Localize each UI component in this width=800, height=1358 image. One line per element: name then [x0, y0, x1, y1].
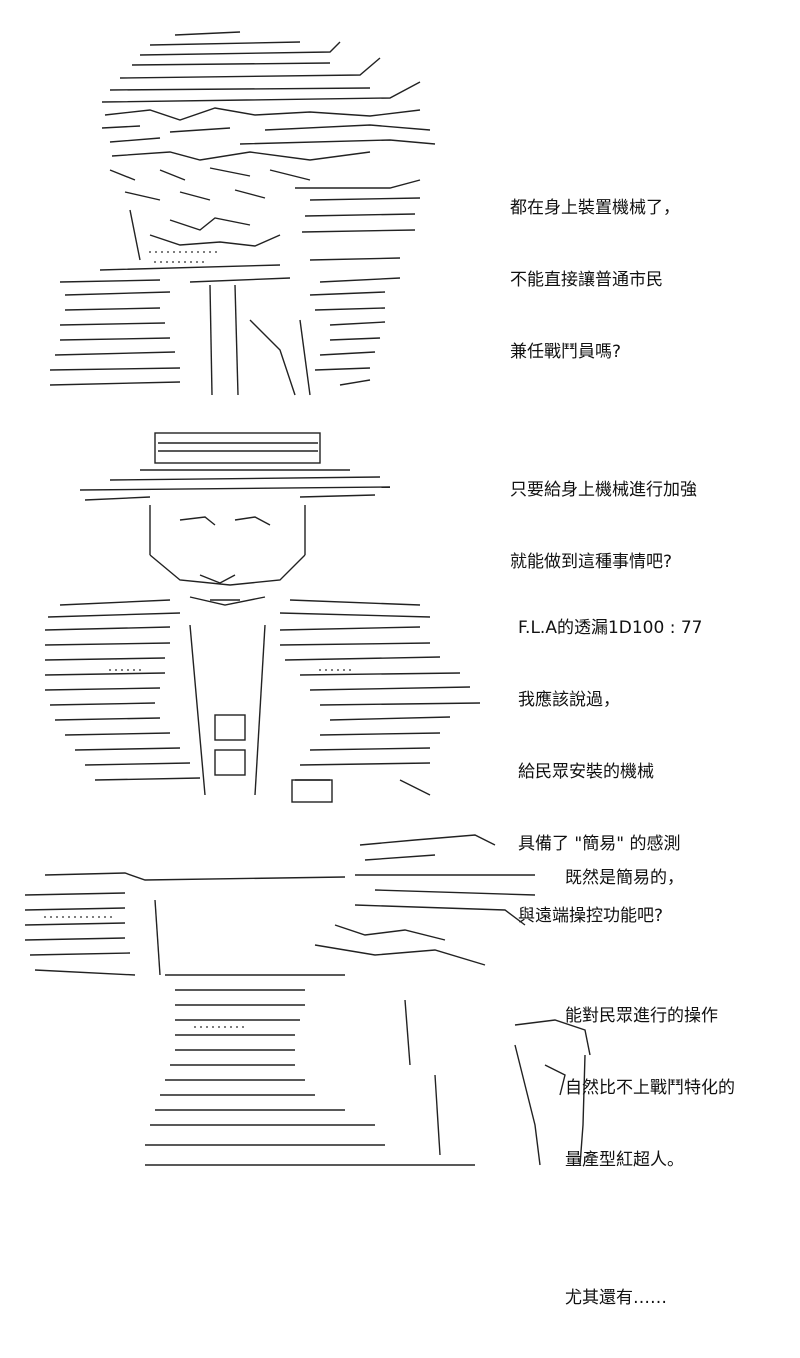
dialogue-line: 我應該說過，	[518, 690, 620, 710]
hooded-figure-art	[40, 20, 460, 405]
hat-figure-art	[30, 425, 500, 810]
dialogue-line: 既然是簡易的，	[565, 868, 684, 888]
pointing-figure-drawing	[24, 834, 591, 1166]
dialogue-line: 給民眾安裝的機械	[518, 762, 654, 782]
dialogue-panel-1: 都在身上裝置機械了， 不能直接讓普通市民 兼任戰鬥員嗎? 只要給身上機械進行加強…	[510, 148, 697, 622]
dialogue-line: 就能做到這種事情吧?	[510, 552, 673, 572]
dialogue-line: 能對民眾進行的操作	[565, 1006, 718, 1026]
panel-2: F.L.A的透漏1D100 : 77 我應該說過， 給民眾安裝的機械 具備了 "…	[0, 410, 800, 926]
dialogue-panel-2: F.L.A的透漏1D100 : 77 我應該說過， 給民眾安裝的機械 具備了 "…	[518, 568, 702, 976]
dice-roll-title: F.L.A的透漏1D100 : 77	[518, 618, 703, 638]
pointing-figure-art	[15, 825, 605, 1185]
dialogue-line: 量產型紅超人。	[565, 1150, 684, 1170]
dialogue-line: 不能直接讓普通市民	[510, 270, 663, 290]
dialogue-line: 尤其還有……	[565, 1288, 667, 1308]
dialogue-panel-3: 既然是簡易的， 能對民眾進行的操作 自然比不上戰鬥特化的 量產型紅超人。 尤其還…	[565, 818, 735, 1358]
dialogue-line: 都在身上裝置機械了，	[510, 198, 680, 218]
dialogue-line: 只要給身上機械進行加強	[510, 480, 697, 500]
hooded-figure-drawing	[49, 31, 436, 396]
dialogue-line: 具備了 "簡易" 的感測	[518, 834, 681, 854]
dialogue-line: 與遠端操控功能吧?	[518, 906, 664, 926]
dialogue-line: 兼任戰鬥員嗎?	[510, 342, 622, 362]
panel-1: 都在身上裝置機械了， 不能直接讓普通市民 兼任戰鬥員嗎? 只要給身上機械進行加強…	[0, 0, 800, 572]
panel-3: 既然是簡易的， 能對民眾進行的操作 自然比不上戰鬥特化的 量產型紅超人。 尤其還…	[0, 810, 800, 1308]
hat-figure-drawing	[44, 432, 481, 803]
dialogue-line: 自然比不上戰鬥特化的	[565, 1078, 735, 1098]
